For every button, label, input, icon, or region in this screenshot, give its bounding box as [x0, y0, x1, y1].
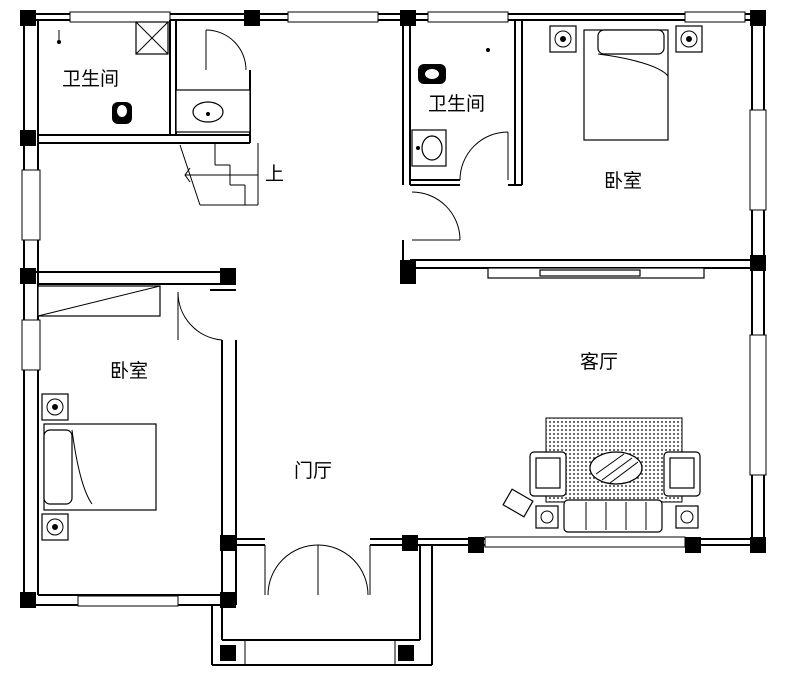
wardrobe-icon	[37, 285, 161, 317]
doors	[177, 29, 509, 596]
room-label-foyer: 门厅	[294, 460, 333, 482]
sofa-set-icon	[502, 417, 701, 533]
toilet-icon	[57, 30, 132, 124]
columns	[20, 10, 766, 661]
room-label-bedroom-top-right: 卧室	[604, 170, 643, 192]
bed-icon	[41, 393, 157, 541]
bed-icon	[549, 25, 703, 141]
windows	[21, 11, 767, 607]
stairs-direction-label: 上	[265, 163, 285, 185]
room-label-bathroom-right: 卫生间	[428, 93, 486, 115]
sink-icon	[175, 89, 251, 133]
tv-cabinet-icon	[487, 267, 705, 279]
sink-icon	[411, 129, 447, 167]
stairs	[179, 143, 259, 206]
shower-icon	[135, 21, 169, 55]
room-label-bedroom-left: 卧室	[110, 360, 149, 382]
room-label-living-room: 客厅	[580, 351, 619, 373]
room-label-bathroom-left: 卫生间	[62, 68, 120, 90]
toilet-icon	[418, 48, 490, 84]
